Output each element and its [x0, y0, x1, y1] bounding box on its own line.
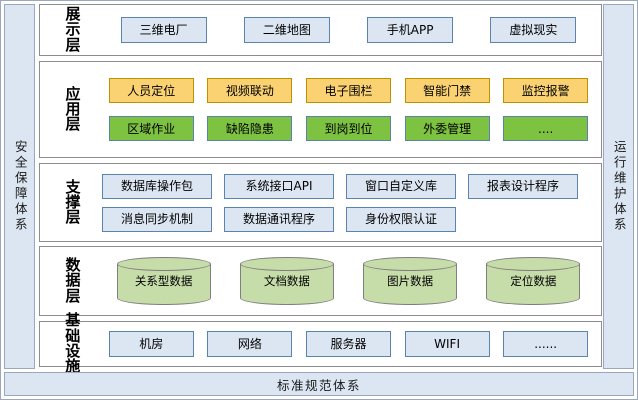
- cylinder-positioning-data-label: 定位数据: [510, 274, 557, 288]
- cylinder-image-data-label: 图片数据: [387, 274, 434, 288]
- node-application-monitoring-alarm[interactable]: 监控报警: [503, 78, 589, 103]
- layer-application-row-1: 人员定位 视频联动 电子围栏 智能门禁 监控报警: [102, 75, 595, 107]
- node-application-video-linkage[interactable]: 视频联动: [207, 78, 293, 103]
- layer-application-row-2: 区域作业 缺陷隐患 到岗到位 外委管理 ....: [102, 113, 595, 145]
- cylinder-document-data[interactable]: 文档数据: [239, 257, 334, 305]
- layer-presentation-row-1: 三维电厂 二维地图 手机APP 虚拟现实: [102, 17, 595, 43]
- node-application-more[interactable]: ....: [503, 116, 589, 141]
- cylinder-body: [363, 264, 458, 298]
- node-infrastructure-more[interactable]: ......: [503, 331, 589, 357]
- node-presentation-3d-plant[interactable]: 三维电厂: [120, 17, 207, 43]
- node-support-identity-authorization[interactable]: 身份权限认证: [346, 206, 456, 232]
- right-sidebar-label: 运行维护体系: [611, 140, 627, 233]
- layer-presentation: 展示层 三维电厂 二维地图 手机APP 虚拟现实: [39, 4, 602, 56]
- layer-data: 数据层 关系型数据 文档数据: [39, 246, 602, 316]
- node-infrastructure-server[interactable]: 服务器: [305, 331, 391, 357]
- layer-data-label-cell: 数据层: [40, 247, 102, 315]
- cylinder-top-ellipse: [486, 257, 581, 271]
- node-support-message-sync-mechanism[interactable]: 消息同步机制: [102, 206, 212, 232]
- cylinder-relational-data-label: 关系型数据: [134, 274, 193, 288]
- left-sidebar-label: 安全保障体系: [12, 140, 28, 233]
- layer-application-body: 人员定位 视频联动 电子围栏 智能门禁 监控报警 区域作业 缺陷隐患 到岗到位 …: [102, 62, 601, 157]
- cylinder-positioning-data[interactable]: 定位数据: [486, 257, 581, 305]
- layer-presentation-label-cell: 展示层: [40, 5, 102, 55]
- node-support-report-design-program[interactable]: 报表设计程序: [468, 173, 578, 199]
- layer-support-row-2: 消息同步机制 数据通讯程序 身份权限认证: [102, 205, 595, 233]
- layer-infrastructure-row-1: 机房 网络 服务器 WIFI ......: [102, 331, 595, 357]
- cylinder-top-ellipse: [116, 257, 211, 271]
- right-sidebar-operations-system: 运行维护体系: [603, 4, 634, 369]
- layer-support-body: 数据库操作包 系统接口API 窗口自定义库 报表设计程序 消息同步机制 数据通讯…: [102, 164, 601, 241]
- node-application-smart-access-control[interactable]: 智能门禁: [404, 78, 490, 103]
- bottom-bar-standards-system: 标准规范体系: [4, 372, 634, 396]
- node-application-zone-operations[interactable]: 区域作业: [108, 116, 194, 141]
- node-support-system-interface-api[interactable]: 系统接口API: [224, 173, 334, 199]
- layer-support-row-2-spacer: [468, 207, 578, 232]
- node-application-personnel-positioning[interactable]: 人员定位: [108, 78, 194, 103]
- cylinder-top-ellipse: [363, 257, 458, 271]
- node-application-defects-hazards[interactable]: 缺陷隐患: [207, 116, 293, 141]
- layer-support: 支撑层 数据库操作包 系统接口API 窗口自定义库 报表设计程序 消息同步机制 …: [39, 163, 602, 242]
- cylinder-top-ellipse: [239, 257, 334, 271]
- layer-infrastructure: 基础设施 机房 网络 服务器 WIFI ......: [39, 313, 602, 374]
- layer-support-label-cell: 支撑层: [40, 164, 102, 241]
- node-presentation-mobile-app[interactable]: 手机APP: [367, 17, 454, 43]
- layer-presentation-body: 三维电厂 二维地图 手机APP 虚拟现实: [102, 5, 601, 55]
- layer-support-label: 支撑层: [65, 177, 81, 227]
- layer-data-row-1: 关系型数据 文档数据 图片数据: [102, 257, 595, 305]
- layer-application-label-cell: 应用层: [40, 62, 102, 157]
- layer-application-label: 应用层: [65, 84, 81, 134]
- node-application-electronic-fence[interactable]: 电子围栏: [305, 78, 391, 103]
- cylinder-document-data-label: 文档数据: [263, 274, 310, 288]
- layer-infrastructure-body: 机房 网络 服务器 WIFI ......: [102, 322, 601, 366]
- layer-data-label: 数据层: [65, 256, 81, 305]
- layer-application: 应用层 人员定位 视频联动 电子围栏 智能门禁 监控报警 区域作业 缺陷隐患 到…: [39, 61, 602, 158]
- layer-infrastructure-label-cell: 基础设施: [40, 313, 102, 374]
- node-presentation-2d-map[interactable]: 二维地图: [243, 17, 330, 43]
- node-infrastructure-network[interactable]: 网络: [207, 331, 293, 357]
- node-application-post-attendance[interactable]: 到岗到位: [305, 116, 391, 141]
- node-presentation-virtual-reality[interactable]: 虚拟现实: [490, 17, 577, 43]
- left-sidebar-security-system: 安全保障体系: [4, 4, 35, 369]
- layer-presentation-label: 展示层: [65, 5, 81, 54]
- node-infrastructure-wifi[interactable]: WIFI: [404, 331, 490, 357]
- bottom-bar-label: 标准规范体系: [276, 377, 361, 393]
- cylinder-image-data[interactable]: 图片数据: [363, 257, 458, 305]
- node-infrastructure-machine-room[interactable]: 机房: [108, 331, 194, 357]
- layer-support-row-1: 数据库操作包 系统接口API 窗口自定义库 报表设计程序: [102, 172, 595, 200]
- node-support-data-communication-program[interactable]: 数据通讯程序: [224, 206, 334, 232]
- node-application-outsourcing-management[interactable]: 外委管理: [404, 116, 490, 141]
- node-support-window-custom-library[interactable]: 窗口自定义库: [346, 173, 456, 199]
- layer-infrastructure-label: 基础设施: [65, 311, 81, 376]
- cylinder-relational-data[interactable]: 关系型数据: [116, 257, 211, 305]
- node-support-database-operation-package[interactable]: 数据库操作包: [102, 173, 212, 199]
- layer-data-body: 关系型数据 文档数据 图片数据: [102, 247, 601, 315]
